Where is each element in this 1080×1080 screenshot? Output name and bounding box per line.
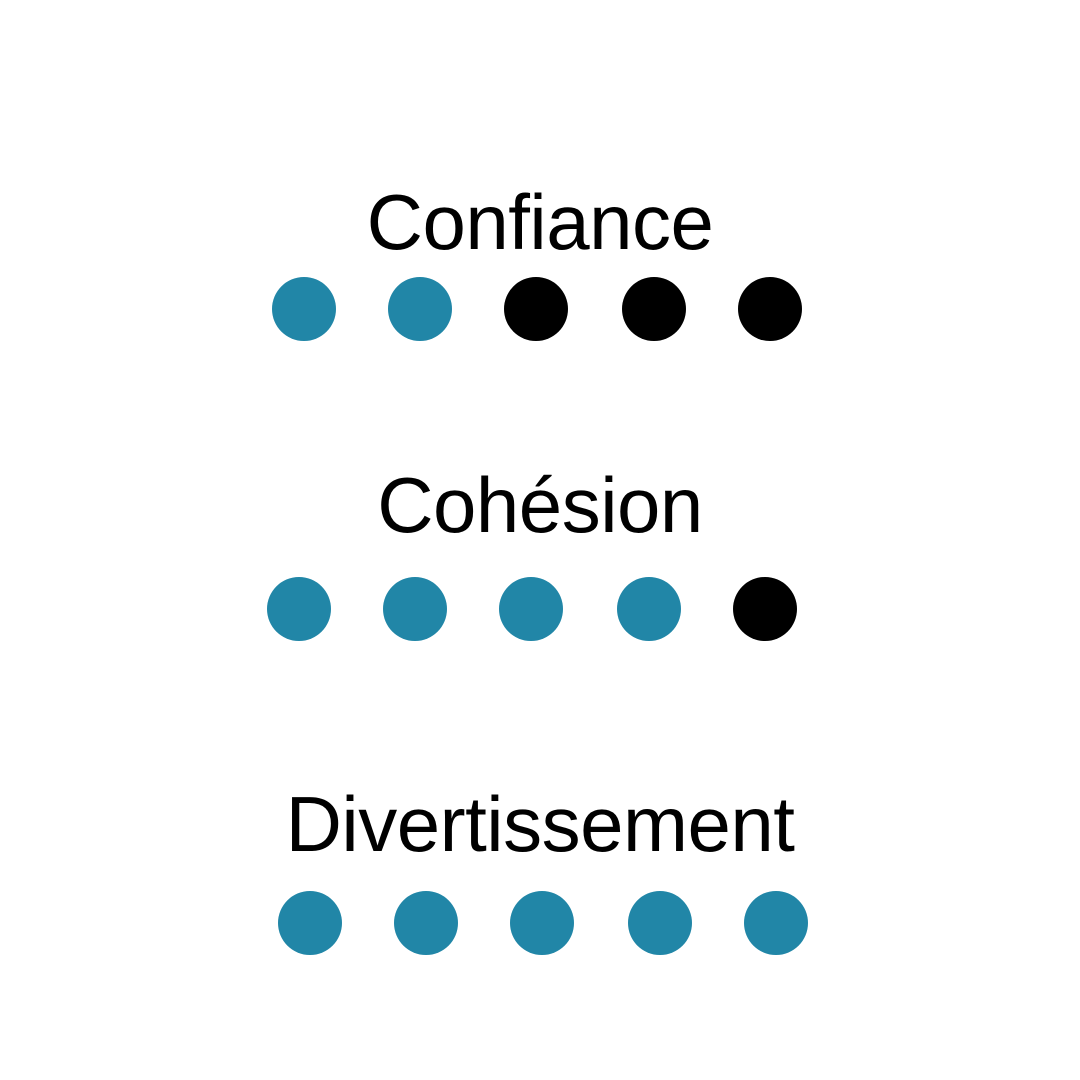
filled-dot xyxy=(267,577,331,641)
filled-dot xyxy=(628,891,692,955)
rating-dots xyxy=(0,277,1080,347)
rating-label: Divertissement xyxy=(285,780,795,868)
filled-dot xyxy=(388,277,452,341)
filled-dot xyxy=(272,277,336,341)
rating-label: Confiance xyxy=(366,178,714,266)
rating-dots xyxy=(0,577,1080,647)
rating-label: Cohésion xyxy=(377,461,703,549)
filled-dot xyxy=(744,891,808,955)
filled-dot xyxy=(383,577,447,641)
empty-dot xyxy=(622,277,686,341)
filled-dot xyxy=(499,577,563,641)
empty-dot xyxy=(733,577,797,641)
filled-dot xyxy=(394,891,458,955)
rating-dots xyxy=(0,891,1080,961)
filled-dot xyxy=(278,891,342,955)
filled-dot xyxy=(617,577,681,641)
empty-dot xyxy=(504,277,568,341)
filled-dot xyxy=(510,891,574,955)
empty-dot xyxy=(738,277,802,341)
